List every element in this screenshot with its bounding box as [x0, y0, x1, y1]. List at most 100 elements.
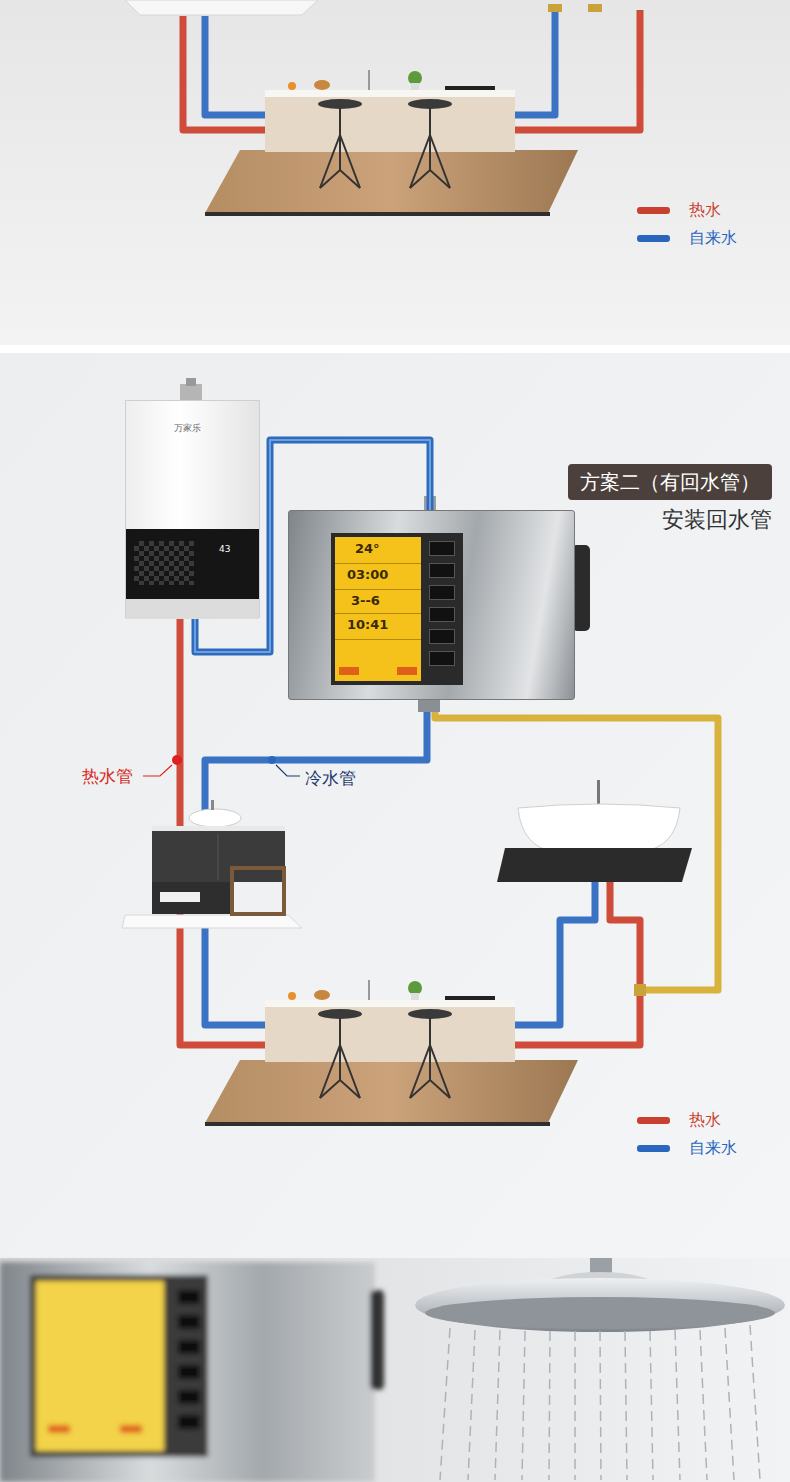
water-jet: [549, 1331, 550, 1480]
faucet: [211, 800, 214, 810]
legend-text: 热水: [689, 200, 721, 220]
pump-outlet: [418, 700, 440, 712]
leader-dot: [172, 755, 182, 765]
legend-text: 自来水: [689, 1138, 737, 1158]
shelf-plate: [125, 0, 318, 15]
water-jet: [440, 1328, 450, 1480]
tub-faucet: [597, 780, 600, 804]
screen-button: [48, 1425, 70, 1433]
device-panel: [0, 1262, 375, 1482]
legend-text: 热水: [689, 1110, 721, 1130]
screen-frame: [30, 1275, 208, 1457]
leader-line: [143, 765, 172, 776]
lcd-grid-line: [335, 639, 421, 640]
valve: [588, 4, 602, 12]
towel: [160, 892, 200, 902]
lcd-button: [339, 667, 359, 675]
legend-swatch: [637, 207, 670, 214]
wood-box: [232, 868, 284, 914]
water-jet: [675, 1330, 680, 1480]
legend-text: 自来水: [689, 228, 737, 248]
water-jets: [440, 1325, 760, 1480]
legend-swatch: [637, 235, 670, 242]
water-jet: [600, 1331, 601, 1480]
hot-pipe: [515, 882, 640, 1045]
kitchen-scene: [205, 980, 578, 1126]
return-pipe: [435, 708, 718, 990]
screen-button: [120, 1425, 142, 1433]
heater-base: [126, 599, 259, 619]
water-jet: [495, 1330, 500, 1480]
control-button: [429, 607, 455, 622]
valve: [548, 4, 562, 12]
gap: [0, 345, 790, 353]
shower-face: [425, 1297, 775, 1329]
lcd-grid-line: [335, 613, 421, 614]
label-text: 冷水管: [305, 767, 356, 790]
cold-pipe: [205, 928, 265, 1025]
flue-cap: [186, 378, 196, 386]
top-ground: [0, 0, 790, 345]
legend-swatch: [637, 1145, 670, 1152]
lcd-reading: 24°: [355, 541, 380, 556]
water-jet: [625, 1331, 627, 1480]
water-jet: [522, 1331, 525, 1480]
cabinet-body: [152, 826, 285, 882]
control-button: [429, 585, 455, 600]
button: [178, 1340, 200, 1354]
label-text: 安装回水管: [662, 506, 772, 534]
shower-plate: [415, 1278, 785, 1332]
lcd-reading: 3--6: [351, 593, 380, 608]
control-button: [429, 541, 455, 556]
antenna: [370, 1290, 384, 1390]
button: [178, 1415, 200, 1429]
lcd-reading: 10:41: [347, 617, 388, 632]
drawer-line: [218, 834, 219, 880]
water-jet: [574, 1331, 576, 1480]
middle-ground: [0, 353, 790, 1258]
leader-line: [276, 765, 300, 776]
legend-swatch: [637, 1117, 670, 1124]
water-jet: [468, 1330, 475, 1480]
bathtub: [497, 780, 692, 882]
node-text: 43: [219, 544, 230, 555]
lcd-screen: [335, 537, 421, 681]
leader-dot: [268, 756, 276, 764]
shower-head: [415, 1258, 785, 1480]
control-button: [429, 629, 455, 644]
title-box: 方案二（有回水管）: [568, 464, 772, 500]
lcd-reading: 03:00: [347, 567, 388, 582]
control-button: [429, 651, 455, 666]
heater-pattern: [134, 541, 194, 585]
button: [178, 1315, 200, 1329]
basin: [189, 809, 241, 827]
heater-panel: [126, 529, 259, 599]
lcd-grid-line: [335, 563, 421, 564]
kitchen-scene: [205, 70, 578, 216]
cold-pipe: [205, 16, 265, 115]
title-text: 方案二（有回水管）: [580, 469, 760, 495]
cold-pipe: [515, 10, 555, 115]
blurred-device: [0, 1262, 384, 1482]
screen: [36, 1281, 164, 1451]
stone-slab: [497, 848, 692, 882]
cold-pipe: [205, 705, 427, 812]
water-heater: 万家乐43: [125, 400, 260, 618]
shelf-plate: [122, 915, 302, 928]
bottom-ground: [0, 1258, 790, 1482]
water-jet: [700, 1330, 707, 1480]
control-button: [429, 563, 455, 578]
cold-pipe: [515, 882, 595, 1025]
cabinet-top: [152, 826, 285, 831]
water-jet: [650, 1331, 653, 1480]
cabinet-shelf: [152, 882, 232, 914]
tee-fitting: [634, 984, 646, 996]
button: [178, 1290, 200, 1304]
hot-pipe: [515, 10, 640, 130]
hot-pipe: [183, 16, 265, 130]
water-jet: [725, 1328, 734, 1480]
lcd-button: [397, 667, 417, 675]
circulation-pump: 24° 03:00 3--6 10:41: [288, 510, 575, 700]
